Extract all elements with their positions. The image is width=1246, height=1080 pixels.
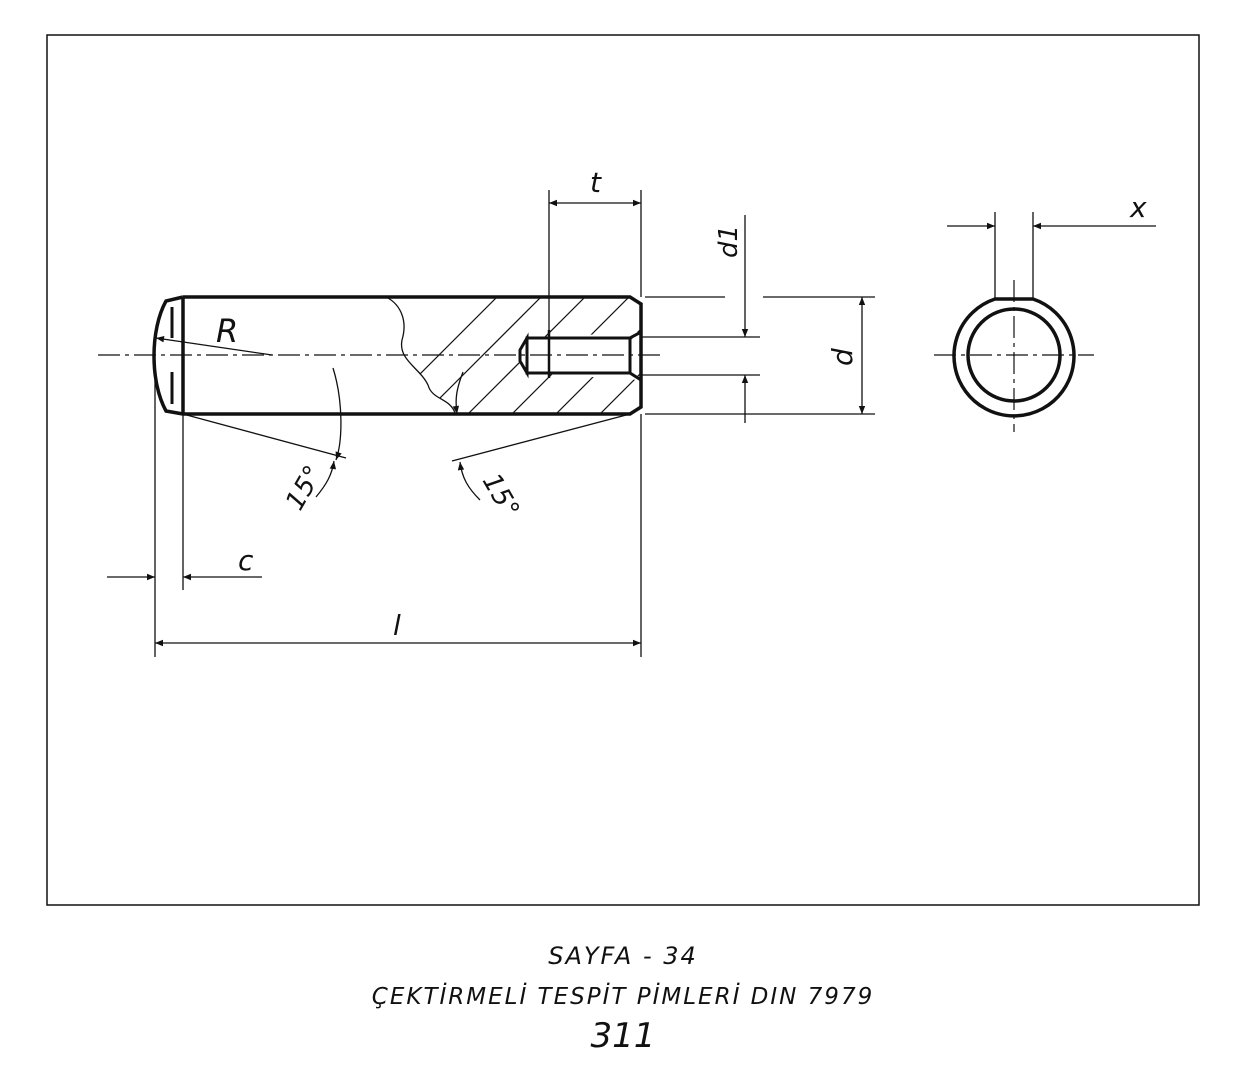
outer-circle: [952, 297, 1076, 418]
drawing-title: ÇEKTİRMELİ TESPİT PİMLERİ DIN 7979: [371, 984, 875, 1010]
angle-right-leg: [451, 413, 631, 462]
label-l: l: [393, 609, 401, 642]
dimensions: [107, 190, 875, 657]
label-c: c: [238, 544, 254, 577]
r-leader: [155, 335, 273, 356]
label-d: d: [826, 348, 859, 366]
angle-right-arc-lower: [457, 461, 481, 501]
break-line: [387, 297, 456, 414]
page-number: 311: [590, 1016, 656, 1056]
hatch-line: [688, 297, 805, 414]
drawing-frame: [46, 34, 1200, 906]
hatch-line: [644, 297, 761, 414]
label-x: x: [1129, 191, 1147, 224]
hatch-line: [423, 298, 542, 413]
label-t: t: [590, 166, 602, 199]
pin-side-view: [98, 295, 805, 416]
dimension-labels: t d1 d x R c l 15° 15°: [216, 166, 1147, 642]
angle-left-arc-upper: [332, 367, 342, 461]
angle-left-arc-lower: [315, 460, 337, 498]
angle-left-leg: [182, 413, 347, 459]
page-label: SAYFA - 34: [548, 942, 698, 970]
rounded-end: [152, 295, 184, 416]
label-R: R: [216, 312, 238, 350]
angle-right-arc-upper: [452, 371, 464, 415]
pin-end-view: [934, 212, 1156, 432]
hatch-line: [599, 298, 641, 413]
label-angle-right: 15°: [476, 469, 525, 524]
label-angle-left: 15°: [280, 461, 329, 516]
label-d1: d1: [714, 225, 744, 258]
